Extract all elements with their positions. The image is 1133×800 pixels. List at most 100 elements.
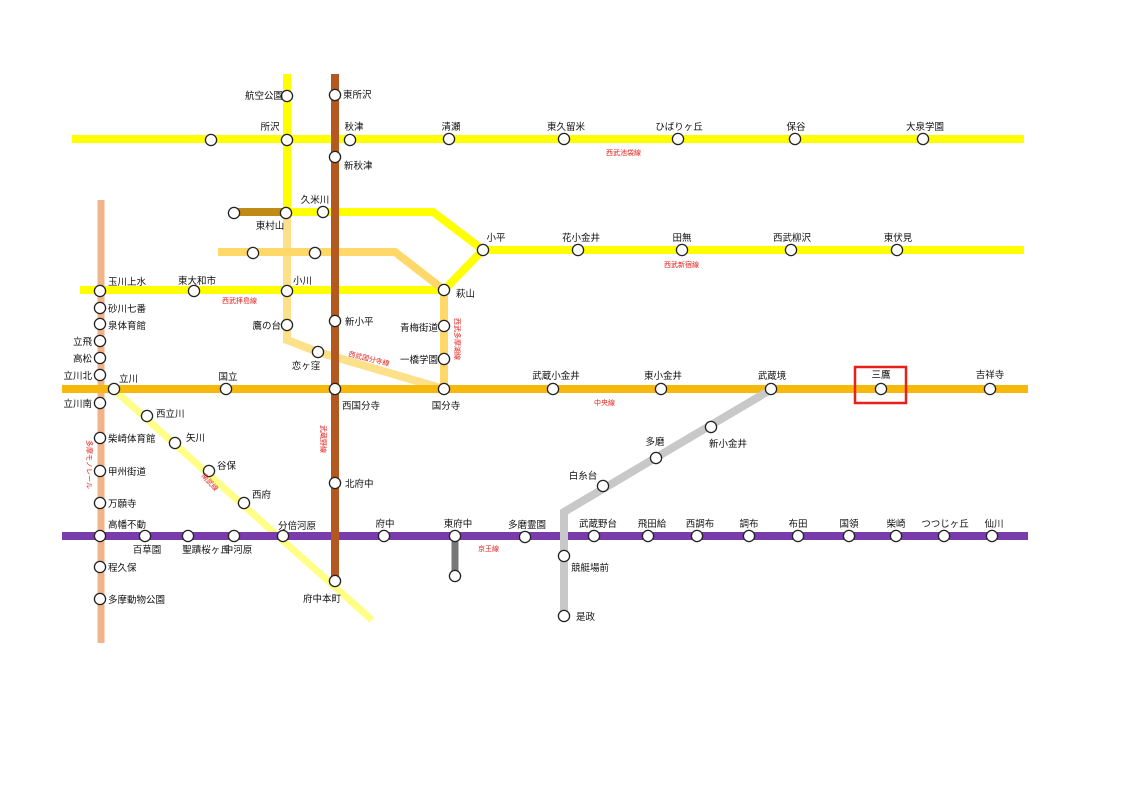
station-shin-koganei (704, 420, 718, 434)
station-label-kitafuchu: 北府中 (345, 478, 374, 490)
mitaka-highlight-box (853, 365, 908, 405)
station-label-manganji: 万願寺 (108, 499, 137, 510)
station-label-chofu: 調布 (739, 518, 758, 530)
station-label-tachihi: 立飛 (73, 336, 93, 348)
seibu-tamagawa-line (560, 385, 775, 616)
station-shin-akitsu (328, 150, 342, 164)
station-label-higashi-murayama: 東村山 (256, 220, 285, 232)
station-seibu-yagisawa (784, 243, 798, 257)
station-label-tama-reien: 多磨霊園 (508, 519, 546, 531)
station-kichijoji (983, 382, 997, 396)
station-label-nishi-kokubunji: 西国分寺 (342, 401, 381, 412)
line-label-musashino: 武蔵野線 (319, 425, 328, 453)
station-hana-koganei (571, 243, 585, 257)
station-label-tama: 多磨 (645, 436, 665, 448)
station-marker (246, 246, 260, 260)
station-label-mitaka: 三鷹 (871, 369, 891, 381)
station-kitafuchu (328, 476, 342, 490)
station-label-bubaigawara: 分倍河原 (278, 520, 316, 532)
station-kokubunji (437, 382, 451, 396)
station-label-seibu-yagisawa: 西武柳沢 (773, 232, 812, 244)
station-koremasa (557, 609, 571, 623)
station-koigakubo (311, 345, 325, 359)
station-musashi-koganei (546, 382, 560, 396)
station-hitotsubashi (437, 352, 451, 366)
station-label-shibasaki-taiikukan: 柴崎体育館 (108, 433, 156, 445)
station-label-fuda: 布田 (788, 518, 807, 530)
station-label-shin-kodaira: 新小平 (345, 316, 374, 328)
station-label-koremasa: 是政 (576, 611, 596, 623)
station-fuda (791, 529, 805, 543)
station-label-higashi-tokorozawa: 東所沢 (343, 89, 372, 101)
station-higashi-fuchu (448, 529, 462, 543)
station-label-kunitachi: 国立 (218, 371, 237, 383)
station-label-kokuryo: 国領 (839, 518, 859, 530)
station-tokorozawa (280, 133, 294, 147)
station-label-seiseki: 聖蹟桜ヶ丘 (182, 544, 230, 556)
station-shibasaki-taiikukan (93, 431, 107, 445)
station-nishifu (237, 496, 251, 510)
station-label-sunagawa: 砂川七番 (108, 303, 147, 315)
line-label-keio: 京王線 (478, 544, 499, 553)
line-label-haijima: 西武拝島線 (222, 296, 257, 305)
station-higashi-tokorozawa (328, 88, 342, 102)
station-label-kyoteijomae: 競艇場前 (571, 562, 609, 574)
station-label-takahata-fudo: 高幡不動 (108, 519, 146, 531)
station-label-akitsu: 秋津 (344, 121, 364, 133)
station-label-yaho: 谷保 (217, 460, 237, 472)
station-higashi-fushimi (890, 243, 904, 257)
station-label-tokorozawa: 所沢 (260, 121, 280, 133)
station-koku-koen (280, 89, 294, 103)
station-label-musashi-koganei: 武蔵小金井 (532, 370, 580, 382)
station-kodaira (476, 243, 490, 257)
station-label-hibarigaoka: ひばりヶ丘 (655, 122, 703, 133)
station-label-hana-koganei: 花小金井 (562, 232, 600, 244)
station-label-musashisakai: 武蔵境 (758, 370, 787, 382)
station-label-sengawa: 仙川 (984, 518, 1003, 530)
station-label-nishifu: 西府 (252, 489, 272, 501)
station-hagiyama (437, 283, 451, 297)
station-marker (227, 206, 241, 220)
station-tama (649, 451, 663, 465)
station-label-hodokubo: 程久保 (108, 562, 137, 574)
station-takahata-fudo (93, 529, 107, 543)
station-label-kumegawa: 久米川 (301, 194, 330, 206)
station-mogusaen (138, 529, 152, 543)
station-label-tamagawa-josui: 玉川上水 (108, 276, 147, 288)
station-label-higashi-kurume: 東久留米 (547, 121, 586, 133)
station-bubaigawara (276, 529, 290, 543)
station-hibarigaoka (671, 132, 685, 146)
station-label-musashinodai: 武蔵野台 (579, 518, 617, 530)
station-tama-zoo (93, 592, 107, 606)
station-nishi-kokubunji (328, 382, 342, 396)
station-fuchu-hommachi (328, 574, 342, 588)
station-label-higashi-fuchu: 東府中 (444, 518, 473, 530)
station-musashinodai (587, 529, 601, 543)
station-label-hitotsubashi: 一橋学園 (400, 354, 438, 366)
station-chofu (742, 529, 756, 543)
station-tobitakyu (641, 529, 655, 543)
station-takamatsu (93, 351, 107, 365)
seibu-shinjuku-line-west (287, 208, 490, 293)
station-label-kiyose: 清瀬 (441, 121, 461, 133)
station-label-oizumigakuen: 大泉学園 (906, 121, 944, 133)
station-label-koigakubo: 恋ヶ窪 (292, 360, 321, 372)
station-label-nakagawara: 中河原 (224, 544, 253, 556)
station-label-nishi-chofu: 西調布 (686, 518, 715, 530)
station-kumegawa (316, 205, 330, 219)
station-oizumigakuen (916, 132, 930, 146)
station-tama-reien (518, 530, 532, 544)
station-seiseki (181, 529, 195, 543)
station-label-tachikawa-minami: 立川南 (63, 398, 92, 410)
station-label-koshu-kaido: 甲州街道 (108, 466, 147, 478)
station-label-fuchu-hommachi: 府中本町 (303, 593, 342, 605)
station-tsutsujigaoka (937, 529, 951, 543)
station-marker (448, 569, 462, 583)
station-label-mogusaen: 百草園 (133, 544, 162, 556)
station-tachihi (93, 334, 107, 348)
station-nishi-tachikawa-nambu (140, 409, 154, 423)
station-fuchu (377, 529, 391, 543)
station-higashi-murayama (279, 206, 293, 220)
line-label-monorail: 多摩モノレール (85, 440, 94, 489)
station-yagawa (168, 436, 182, 450)
